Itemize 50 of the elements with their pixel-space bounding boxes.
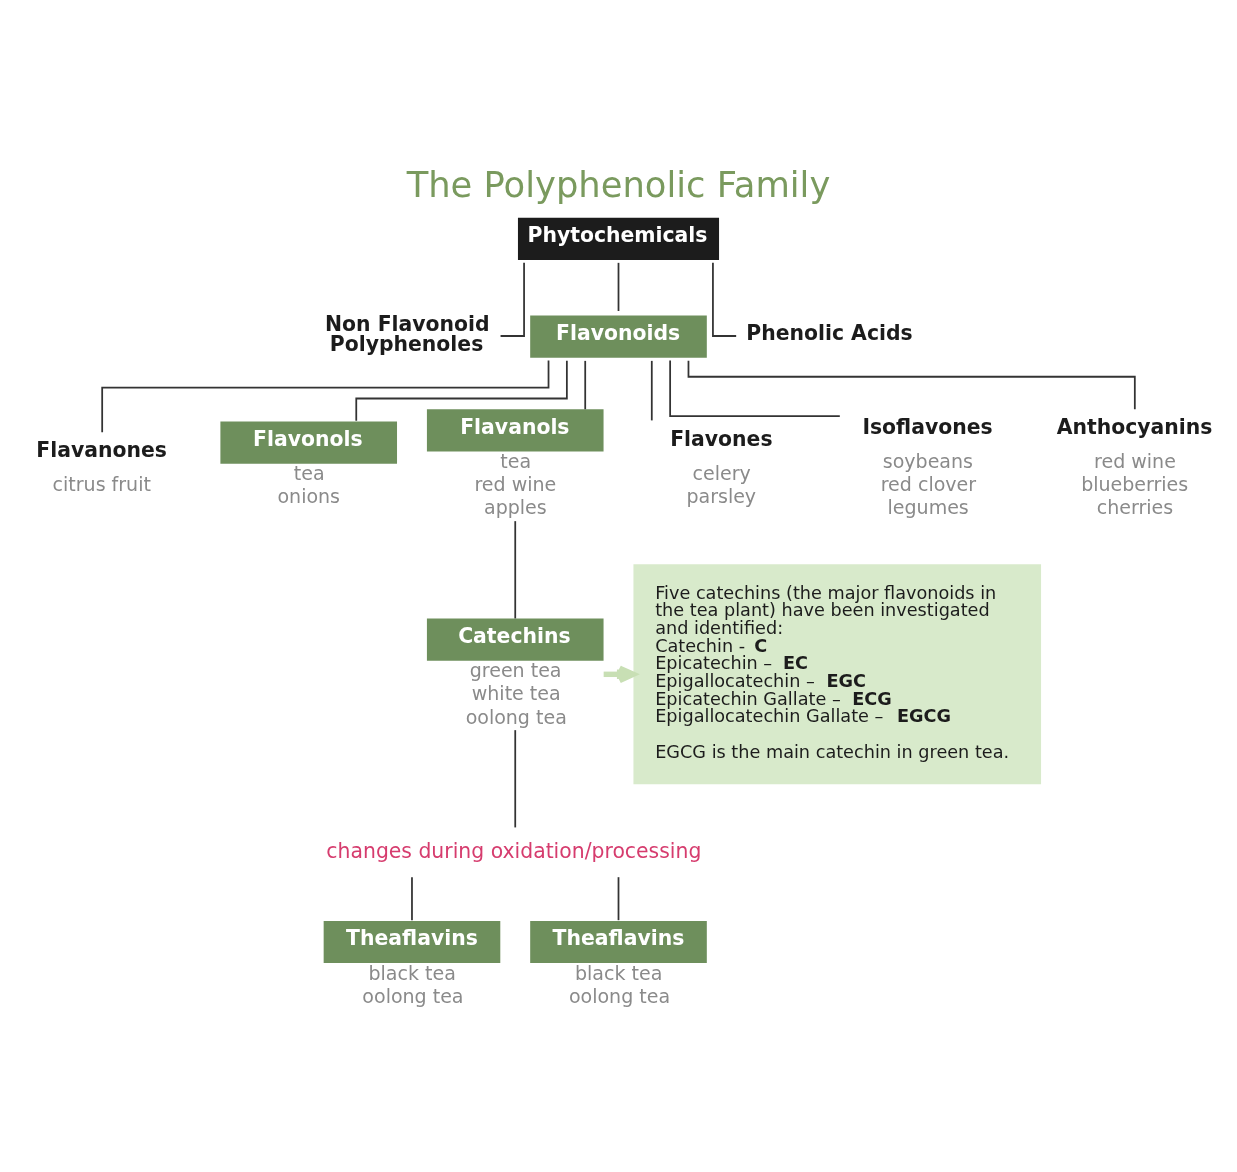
node-label: cherries [1096, 496, 1174, 519]
node-label: apples [483, 496, 547, 519]
node-label: onions [277, 485, 341, 508]
node-text: Phenolic Acids [746, 321, 913, 346]
connector [499, 261, 525, 337]
connector [101, 359, 550, 434]
node-box: Catechins [426, 618, 604, 661]
diagram-title: The Polyphenolic Family [406, 164, 831, 206]
node-label: red wine [1094, 450, 1176, 473]
node-text: Flavanones [36, 437, 167, 462]
connector [650, 360, 653, 422]
node-label: tea [500, 450, 532, 473]
node-box: Five catechins (the major flavonoids in the tea plant) have been investigated and identified: Catechin - C Epicatechin – EC Epigallocatechin – EGC Epicatechin Gallate – ECG Epigallocatechin Gallate – EGCG EGCG is the main catechin in green tea. [633, 564, 1042, 785]
node-text: Isoflavones [862, 414, 993, 439]
node-label: citrus fruit [52, 473, 151, 496]
node-label: legumes [887, 496, 969, 519]
node-box: Flavonoids [530, 315, 707, 358]
node-label: blueberries [1081, 473, 1189, 496]
connector [617, 261, 620, 312]
connector [411, 876, 413, 922]
node-box: Flavanols [426, 409, 604, 452]
node-label: parsley [686, 485, 757, 508]
connector [514, 729, 517, 829]
node-label: oolong tea [362, 984, 464, 1007]
node-box: Theaflavins [323, 920, 501, 964]
node-label: oolong tea [465, 705, 567, 728]
node-text: Flavones [670, 427, 773, 452]
node-text: changes during oxidation/processing [326, 838, 702, 863]
node-box: Flavonols [220, 421, 398, 464]
node-label: tea [293, 462, 325, 485]
node-text: Non Flavonoid Polyphenoles [325, 311, 490, 356]
connector [712, 261, 738, 337]
connector [355, 359, 568, 422]
connector [669, 359, 841, 418]
node-label: red clover [880, 473, 977, 496]
connector [687, 359, 1136, 410]
node-label: celery [692, 462, 751, 485]
connector [584, 360, 587, 411]
connector [617, 876, 620, 922]
node-box: Theaflavins [530, 920, 707, 964]
node-label: oolong tea [568, 984, 671, 1007]
node-label: white tea [471, 682, 561, 705]
node-label: green tea [469, 659, 562, 682]
node-label: black tea [368, 961, 456, 984]
node-text: Anthocyanins [1056, 414, 1213, 439]
node-label: red wine [474, 473, 557, 496]
node-box: Phytochemicals [517, 217, 720, 260]
connector [514, 520, 517, 620]
node-label: black tea [575, 961, 663, 984]
node-label: soybeans [882, 450, 973, 473]
